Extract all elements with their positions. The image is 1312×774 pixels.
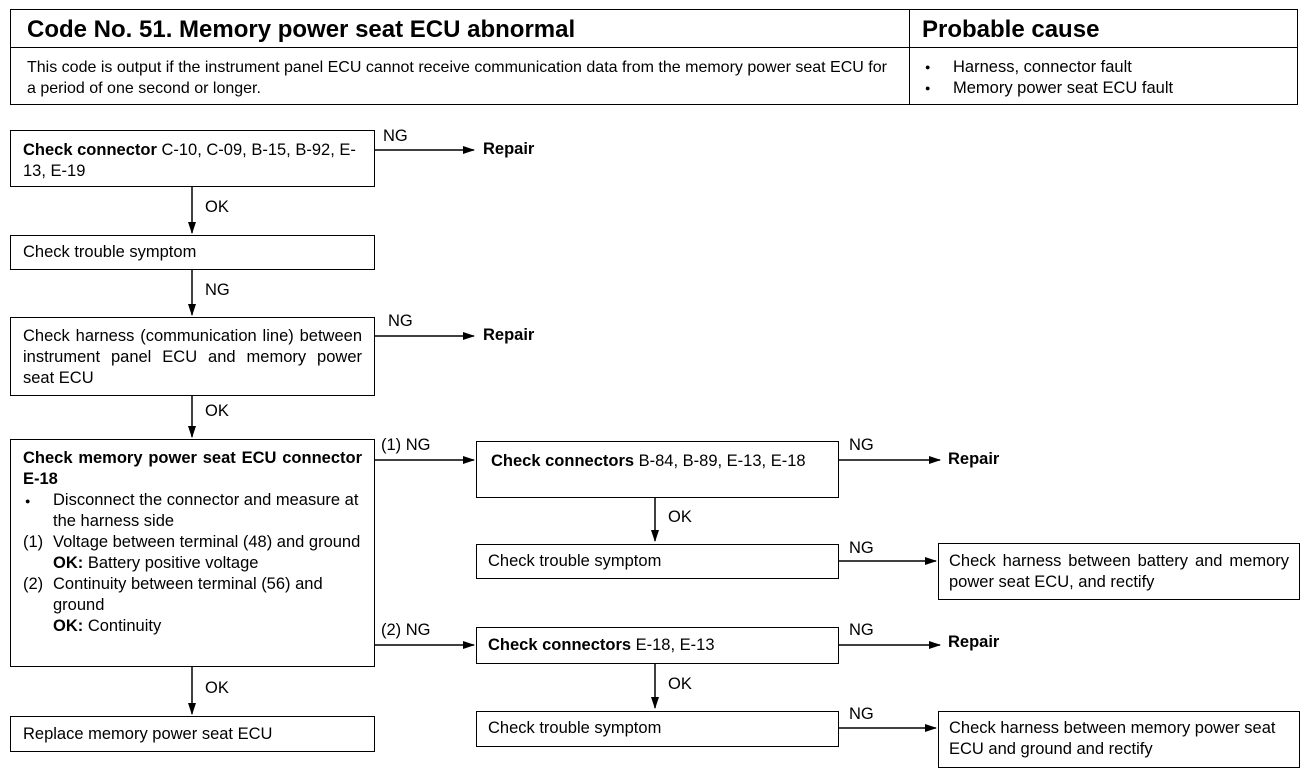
ng-label: NG (849, 621, 874, 639)
ng-label: NG (849, 539, 874, 557)
ok-label: OK (205, 402, 229, 420)
box-text: Check harness (communication line) betwe… (23, 327, 362, 387)
repair-result: Repair (483, 326, 535, 344)
box-text: Check trouble symptom (488, 552, 662, 570)
box-heading: Check connectors (491, 452, 635, 470)
ng-label: NG (388, 312, 413, 330)
check-connectors-b84-box: Check connectors B-84, B-89, E-13, E-18 (476, 441, 839, 498)
box-text: Replace memory power seat ECU (23, 725, 273, 743)
box-text: Check harness between memory power seat … (949, 719, 1276, 758)
box-heading: Check connectors (488, 636, 632, 654)
check-connectors-e18-box: Check connectors E-18, E-13 (476, 627, 839, 664)
connector-list: C-10, C-09, B-15, B-92, E-13, E-19 (23, 141, 356, 180)
check-ecu-connector-e18-box: Check memory power seat ECU connector E-… (10, 439, 375, 667)
ng-2-label: (2) NG (381, 621, 431, 639)
procedure-item-1-ok: OK: Battery positive voltage (23, 553, 362, 574)
procedure-item-2-ok: OK: Continuity (23, 616, 362, 637)
check-trouble-symptom-box-2: Check trouble symptom (476, 544, 839, 579)
procedure-item-1: (1) Voltage between terminal (48) and gr… (23, 532, 362, 553)
item-text: Voltage between terminal (48) and ground (53, 533, 361, 551)
procedure-bullet: Disconnect the connector and measure at … (23, 490, 362, 532)
item-number: (1) (23, 533, 44, 551)
ok-value: Continuity (83, 617, 162, 635)
box-text: Check harness between battery and memory… (949, 552, 1289, 591)
repair-result: Repair (948, 450, 1000, 468)
check-harness-ground-box: Check harness between memory power seat … (938, 711, 1300, 768)
box-heading: Check memory power seat ECU connector E-… (23, 449, 362, 488)
code-description: This code is output if the instrument pa… (27, 59, 887, 97)
probable-cause-title: Probable cause (922, 16, 1100, 43)
repair-result: Repair (948, 633, 1000, 651)
header-column-divider (909, 10, 910, 104)
check-trouble-symptom-box-3: Check trouble symptom (476, 711, 839, 747)
header-row-divider (11, 47, 1297, 48)
cause-item: Memory power seat ECU fault (923, 78, 1173, 99)
check-connector-box: Check connector C-10, C-09, B-15, B-92, … (10, 130, 375, 187)
check-connector-heading: Check connector (23, 141, 157, 159)
check-procedure-list: Disconnect the connector and measure at … (23, 490, 362, 637)
check-trouble-symptom-box: Check trouble symptom (10, 235, 375, 270)
ok-label: OK (205, 198, 229, 216)
connector-list: E-18, E-13 (631, 636, 715, 654)
ok-label: OK (668, 675, 692, 693)
ok-label: OK (205, 679, 229, 697)
item-text: Continuity between terminal (56) and gro… (53, 575, 323, 614)
ok-label: OK (668, 508, 692, 526)
code-title: Code No. 51. Memory power seat ECU abnor… (27, 16, 576, 43)
ng-label: NG (849, 436, 874, 454)
ng-label: NG (205, 281, 230, 299)
ng-1-label: (1) NG (381, 436, 431, 454)
item-number: (2) (23, 575, 44, 593)
box-text: Check trouble symptom (488, 719, 662, 737)
box-text: Check trouble symptom (23, 243, 197, 261)
cause-item: Harness, connector fault (923, 57, 1173, 78)
connector-list: B-84, B-89, E-13, E-18 (634, 452, 806, 470)
probable-cause-list: Harness, connector fault Memory power se… (923, 57, 1173, 99)
procedure-item-2: (2) Continuity between terminal (56) and… (23, 574, 362, 616)
ng-label: NG (849, 705, 874, 723)
ng-label: NG (383, 127, 408, 145)
repair-result: Repair (483, 140, 535, 158)
ok-value: Battery positive voltage (83, 554, 259, 572)
ok-label: OK: (53, 554, 84, 572)
check-harness-battery-box: Check harness between battery and memory… (938, 543, 1300, 600)
code-header-table: Code No. 51. Memory power seat ECU abnor… (10, 9, 1298, 105)
ok-label: OK: (53, 617, 84, 635)
check-harness-communication-box: Check harness (communication line) betwe… (10, 317, 375, 396)
replace-ecu-box: Replace memory power seat ECU (10, 716, 375, 752)
